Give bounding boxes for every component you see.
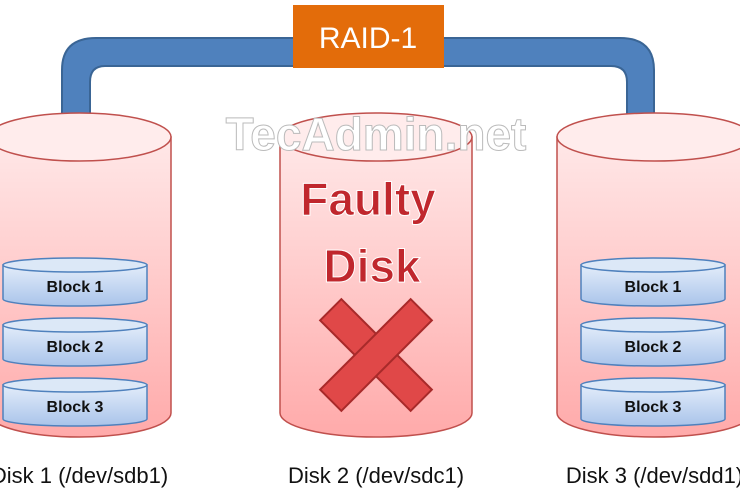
disk-label: Disk 2 (/dev/sdc1) [288,463,464,488]
block-1: Block 1 [2,257,148,307]
disk-1: Disk 1 (/dev/sdb1) Block 1 Block 2 Block 3 [0,112,172,488]
block-2: Block 2 [2,317,148,367]
block-label: Block 1 [47,279,104,296]
title-box: RAID-1 [293,5,444,68]
block-label: Block 3 [47,399,104,416]
disk-label: Disk 3 (/dev/sdd1) [566,463,740,488]
block-label: Block 3 [625,399,682,416]
disk-2: Disk 2 (/dev/sdc1) [279,112,473,488]
block-label: Block 1 [625,279,682,296]
disk-label: Disk 1 (/dev/sdb1) [0,463,168,488]
red-x-icon [318,297,434,413]
block-label: Block 2 [625,339,682,356]
block-1: Block 1 [580,257,726,307]
faulty-label-line2: Disk [323,240,421,292]
block-3: Block 3 [580,377,726,427]
watermark: TecAdmin.net [226,108,527,160]
faulty-label-line1: Faulty [300,173,436,225]
disk-3: Disk 3 (/dev/sdd1) Block 1 Block 2 Block 3 [556,112,740,488]
block-label: Block 2 [47,339,104,356]
block-2: Block 2 [580,317,726,367]
title: RAID-1 [319,22,417,55]
block-3: Block 3 [2,377,148,427]
